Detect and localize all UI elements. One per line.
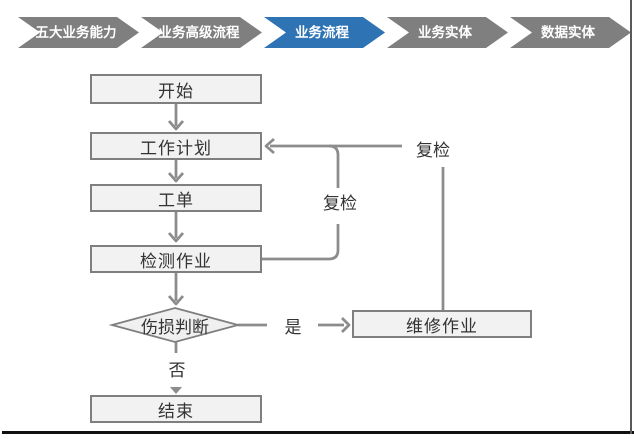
nav-step-2-chevron[interactable] [141, 17, 262, 48]
connector-decision-no-to-end [170, 342, 182, 394]
connector-inspection-to-decision [167, 273, 185, 306]
arrowhead-into-end [170, 387, 182, 394]
edge-label-no: 否 [166, 357, 188, 380]
node-inspection: 检测作业 [90, 245, 262, 273]
nav-step-2-label[interactable]: 业务高级流程 [158, 25, 240, 40]
node-start: 开始 [90, 74, 262, 104]
edge-label-recheck-inner: 复检 [320, 190, 360, 213]
nav-step-1-label[interactable]: 五大业务能力 [35, 25, 117, 40]
decision-diamond-shape [108, 307, 242, 343]
node-work-plan: 工作计划 [90, 132, 262, 160]
connector-decision-yes-to-repair [238, 317, 351, 333]
nav-step-5-label[interactable]: 数据实体 [541, 25, 595, 40]
nav-step-3-label[interactable]: 业务流程 [295, 25, 349, 40]
nav-step-1-chevron[interactable] [18, 17, 139, 48]
nav-step-5-chevron[interactable] [510, 17, 631, 48]
process-nav [18, 17, 631, 48]
nav-step-4-chevron[interactable] [387, 17, 508, 48]
frame-bottom-border [2, 431, 634, 434]
nav-step-4-label[interactable]: 业务实体 [418, 25, 472, 40]
node-repair: 维修作业 [352, 310, 532, 338]
node-damage-decision: 伤损判断 [141, 317, 209, 337]
node-work-order: 工单 [90, 184, 262, 212]
node-end: 结束 [90, 395, 262, 423]
edge-label-recheck-outer: 复检 [413, 137, 453, 160]
nav-step-3-chevron-active[interactable] [264, 17, 385, 48]
frame-right-border [630, 0, 632, 434]
connector-workplan-to-workorder [167, 160, 185, 183]
connector-workorder-to-inspection [167, 212, 185, 243]
connector-recheck-outer-loop [264, 137, 445, 310]
connector-start-to-workplan [167, 104, 185, 131]
edge-label-yes: 是 [282, 314, 304, 337]
